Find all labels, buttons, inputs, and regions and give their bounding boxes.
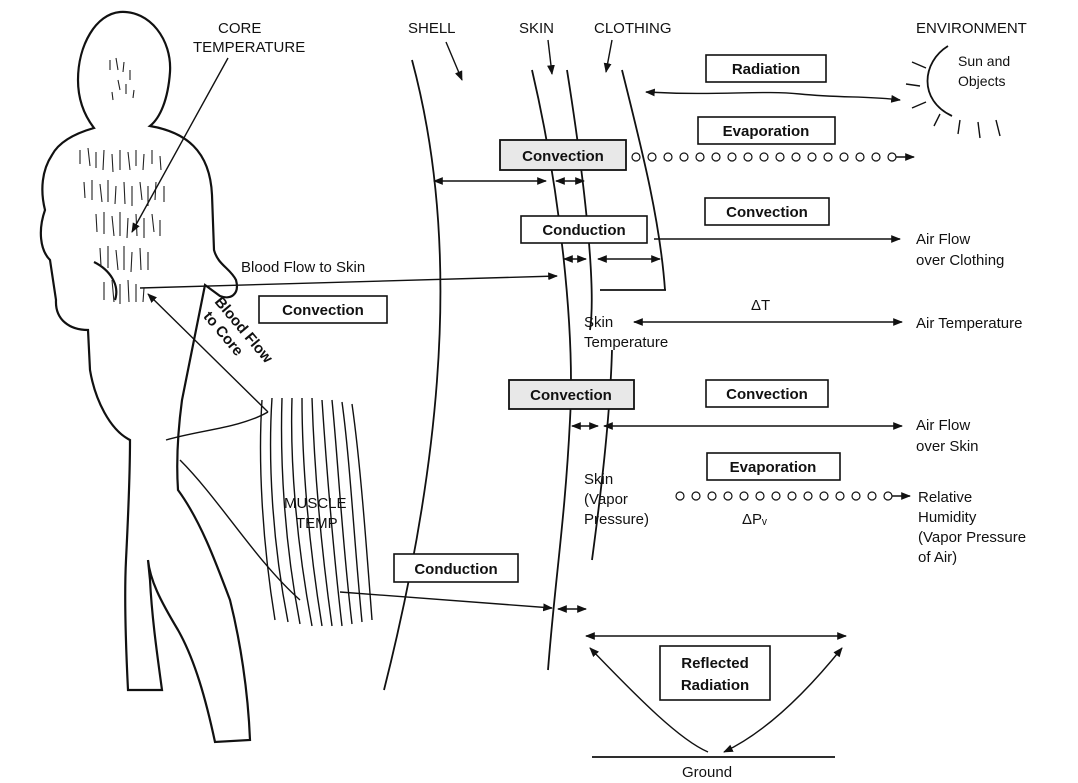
shell-label: SHELL	[408, 20, 456, 37]
core-pointer-arrow	[132, 58, 228, 232]
rh-label-line2: Humidity	[918, 509, 977, 526]
skin-vp-label-line1: Skin	[584, 471, 613, 488]
muscle-vessel-line	[166, 412, 268, 440]
air-skin-label-line1: Air Flow	[916, 417, 970, 434]
core-label-line1: CORE	[218, 20, 261, 37]
air-clothing-label-line1: Air Flow	[916, 231, 970, 248]
muscle-label-line2: TEMP	[296, 515, 338, 532]
reflected-label-line2: Radiation	[681, 677, 749, 694]
shell-pointer-arrow	[446, 42, 462, 80]
convection-skin-mid-label: Convection	[530, 387, 612, 404]
skin-temp-label-line1: Skin	[584, 314, 613, 331]
muscle-lower-line	[180, 460, 300, 600]
reflected-label-line1: Reflected	[681, 655, 749, 672]
skin-pointer-arrow	[548, 40, 552, 74]
muscle-fibers	[261, 398, 372, 626]
skin-temp-label-line2: Temperature	[584, 334, 668, 351]
skin-label: SKIN	[519, 20, 554, 37]
convection-env-top-label: Convection	[726, 204, 808, 221]
convection-skin-top-label: Convection	[522, 148, 604, 165]
convection-shell-label: Convection	[282, 302, 364, 319]
clothing-line	[622, 70, 665, 290]
air-skin-label-line2: over Skin	[916, 438, 979, 455]
core-organs-texture	[80, 58, 164, 304]
clothing-pointer-arrow	[606, 40, 612, 72]
muscle-conduction-arrow	[340, 592, 552, 608]
radiation-label: Radiation	[732, 61, 800, 78]
core-label-line2: TEMPERATURE	[193, 39, 305, 56]
sun-label-line1: Sun and	[958, 53, 1010, 69]
skin-inner-line	[567, 70, 592, 330]
conduction-muscle-label: Conduction	[414, 561, 497, 578]
clothing-label: CLOTHING	[594, 20, 672, 37]
convection-env-mid-label: Convection	[726, 386, 808, 403]
radiation-arrow	[646, 92, 900, 100]
skin-vp-label-line2: (Vapor	[584, 491, 628, 508]
air-temperature-label: Air Temperature	[916, 315, 1022, 332]
skin-vp-label-line3: Pressure)	[584, 511, 649, 528]
ground-label: Ground	[682, 764, 732, 781]
evaporation-mid-beads	[676, 492, 910, 500]
sun-label-line2: Objects	[958, 73, 1005, 89]
muscle-label-line1: MUSCLE	[284, 495, 347, 512]
evaporation-top-beads	[632, 153, 914, 161]
blood-to-skin-label: Blood Flow to Skin	[241, 259, 365, 276]
environment-label: ENVIRONMENT	[916, 20, 1027, 37]
air-clothing-label-line2: over Clothing	[916, 252, 1004, 269]
runner-figure	[41, 12, 250, 742]
rh-label-line3: (Vapor Pressure	[918, 529, 1026, 546]
evaporation-mid-label: Evaporation	[730, 459, 817, 476]
conduction-clothing-label: Conduction	[542, 222, 625, 239]
delta-p-label: ΔPᵥ	[742, 511, 767, 528]
rh-label-line1: Relative	[918, 489, 972, 506]
evaporation-top-label: Evaporation	[723, 123, 810, 140]
blood-to-skin-arrow	[140, 276, 557, 288]
rh-label-line4: of Air)	[918, 549, 957, 566]
delta-t-label: ΔT	[751, 297, 770, 314]
